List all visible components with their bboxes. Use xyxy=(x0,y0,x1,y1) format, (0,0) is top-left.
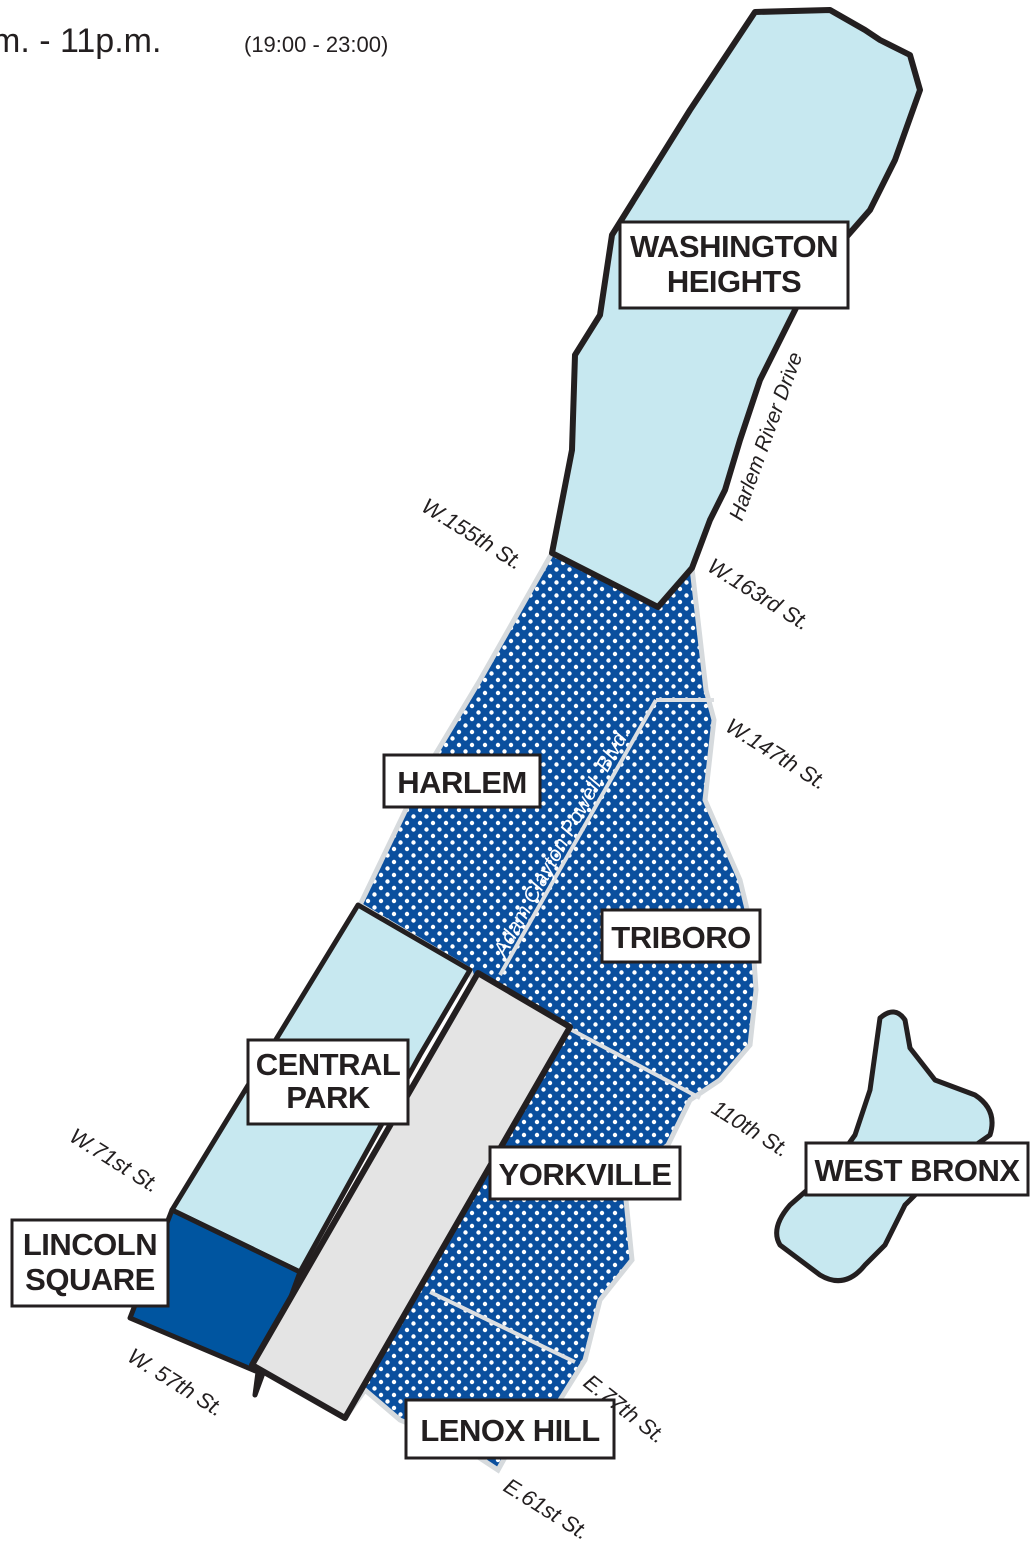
street-label-w147: W.147th St. xyxy=(721,713,831,795)
street-label-e61: E.61st St. xyxy=(499,1473,593,1545)
label-lincoln-square: LINCOLN SQUARE xyxy=(10,1218,170,1308)
neighborhood-name-line: HEIGHTS xyxy=(667,264,801,299)
label-west-bronx: WEST BRONX xyxy=(804,1141,1030,1197)
label-lenox-hill: LENOX HILL xyxy=(404,1398,616,1460)
street-line-110 xyxy=(567,1026,701,1100)
neighborhood-name-line: LINCOLN xyxy=(23,1227,157,1262)
park-rectangle xyxy=(249,970,573,1421)
neighborhood-name-line: CENTRAL xyxy=(256,1047,401,1082)
neighborhood-name-line: PARK xyxy=(286,1080,371,1115)
label-yorkville: YORKVILLE xyxy=(488,1145,682,1201)
adam-clayton-line xyxy=(498,699,658,976)
street-label-w71: W.71st St. xyxy=(65,1123,164,1198)
street-label-w163: W.163rd St. xyxy=(703,553,814,635)
street-label-110: 110th St. xyxy=(707,1095,794,1162)
label-washington-heights: WASHINGTON HEIGHTS xyxy=(618,220,850,310)
time-range-label: m. - 11p.m. xyxy=(0,22,162,60)
label-triboro: TRIBORO xyxy=(600,908,762,964)
neighborhood-name-line: WEST BRONX xyxy=(814,1153,1020,1188)
neighborhood-name-line: SQUARE xyxy=(25,1262,155,1297)
neighborhood-name-line: WASHINGTON xyxy=(630,229,838,264)
neighborhood-name-line: HARLEM xyxy=(397,765,527,800)
neighborhood-name-line: LENOX HILL xyxy=(420,1413,599,1448)
time-header: m. - 11p.m. (19:00 - 23:00) xyxy=(0,0,1030,70)
street-label-w155: W.155th St. xyxy=(417,493,527,575)
time-range-24h-label: (19:00 - 23:00) xyxy=(244,32,389,57)
label-central-park: CENTRAL PARK xyxy=(246,1038,410,1126)
street-line-77 xyxy=(429,1290,576,1364)
label-harlem: HARLEM xyxy=(382,753,542,809)
neighborhood-name-line: TRIBORO xyxy=(611,920,750,955)
neighborhood-name-line: YORKVILLE xyxy=(499,1157,672,1192)
